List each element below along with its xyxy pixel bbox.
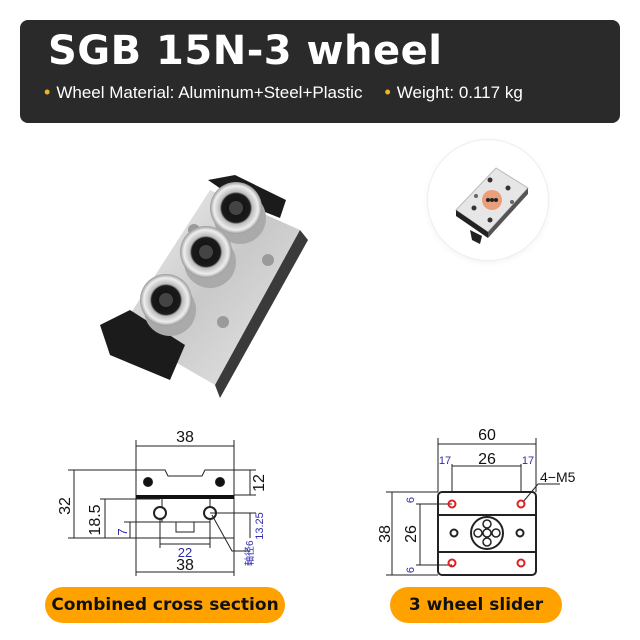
dim-width: 60 [478, 427, 496, 444]
dim-bottom-edge: 6 [405, 567, 417, 573]
dim-mid-height: 18.5 [87, 504, 104, 535]
cross-section-drawing: 38 38 32 18.5 12 7 22 13.25 軸径6 [57, 429, 268, 576]
dim-inner-height: 26 [403, 525, 420, 543]
dim-top-edge: 6 [405, 497, 417, 503]
thread-label: 4−M5 [540, 469, 576, 485]
dim-wheel-offset: 7 [115, 528, 130, 535]
dim-wheel-height: 13.25 [254, 512, 266, 540]
dim-height: 38 [377, 525, 394, 543]
dim-left-edge: 17 [439, 455, 451, 467]
spec-wheel-material: • Wheel Material: Aluminum+Steel+Plastic [44, 82, 362, 103]
dim-wheel-spacing: 22 [178, 545, 192, 560]
slider-bottom-view-thumbnail[interactable] [428, 140, 548, 260]
title-banner: SGB 15N-3 wheel • Wheel Material: Alumin… [20, 20, 620, 123]
three-wheel-slider-label: 3 wheel slider [390, 587, 562, 623]
product-title: SGB 15N-3 wheel [48, 28, 443, 74]
slider-bottom-view-icon [455, 167, 529, 244]
dim-height: 32 [57, 497, 74, 515]
spec-weight: • Weight: 0.117 kg [384, 82, 522, 103]
combined-cross-section-label: Combined cross section [45, 587, 285, 623]
spec-label: Weight: 0.117 kg [396, 82, 523, 102]
spec-list: • Wheel Material: Aluminum+Steel+Plastic… [44, 82, 523, 103]
dim-inner-width: 26 [478, 451, 496, 468]
slider-product-photo-icon [100, 175, 308, 398]
dim-right-edge: 17 [522, 455, 534, 467]
dim-bottom-width: 38 [176, 557, 194, 574]
axle-diameter-label: 軸径6 [243, 540, 256, 566]
spec-label: Wheel Material: Aluminum+Steel+Plastic [56, 82, 363, 102]
dim-top-height: 12 [251, 474, 268, 492]
bullet-icon: • [384, 82, 391, 102]
slider-drawing: 60 26 38 26 4−M5 17 17 6 6 [377, 427, 576, 576]
bullet-icon: • [44, 82, 51, 102]
dim-top-width: 38 [176, 429, 194, 446]
